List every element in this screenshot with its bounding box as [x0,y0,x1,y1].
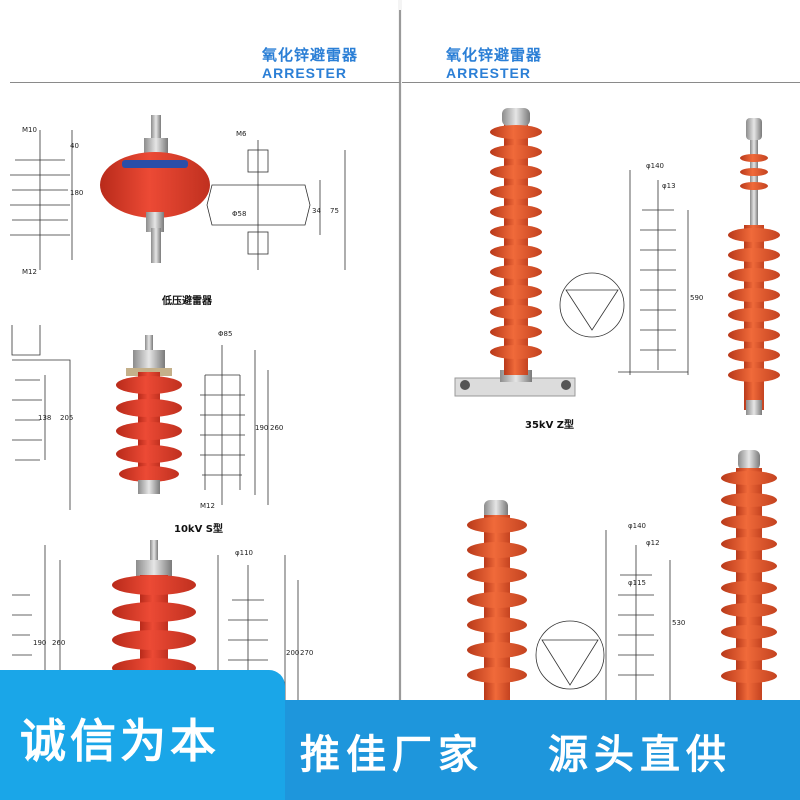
drawing-partial-mid-left [11,325,71,510]
low-voltage-drawing [206,140,346,270]
slogan-banner-left-tab [0,670,285,800]
left-catalog-panel [0,0,398,700]
s-type-drawing [200,345,269,505]
header-rule-right [402,82,800,83]
dim-75: 75 [330,207,339,215]
dim-190: 190 [255,424,268,432]
dim-138: 138 [38,414,51,422]
dim-phi110: φ110 [235,549,253,557]
dim-180: 180 [70,189,83,197]
dim-phi12: φ12 [646,539,660,547]
slogan-direct-supply: 源头直供 [548,732,732,778]
caption-35kv-z: 35kV Z型 [525,420,575,431]
dim-phi85: Φ85 [218,330,232,338]
header-left: 氧化锌避雷器 ARRESTER [262,44,358,81]
dim-590: 590 [690,294,703,302]
bottom-right-drawing [535,530,671,700]
dim-260: 260 [270,424,283,432]
bottom-arrester-photo-2 [721,450,777,700]
slogan-integrity: 诚信为本 [20,714,220,768]
header-right: 氧化锌避雷器 ARRESTER [446,44,542,81]
product-illustrations: M10 40 180 M12 M6 34 75 Φ58 [10,108,780,700]
dim-m12-s: M12 [200,502,215,510]
header-rule-left [10,82,400,83]
drawing-partial-top-left [10,130,73,270]
dim-m12: M12 [22,268,37,276]
s-type-arrester-photo [116,335,182,494]
bottom-arrester-photo-1 [467,500,527,700]
z-type-drawing [559,170,689,375]
header-left-en: ARRESTER [262,65,348,81]
right-tall-arrester-photo [728,118,780,415]
dim-phi115: φ115 [628,579,646,587]
slogan-recommended: 推佳厂家 [300,732,484,778]
dim-34: 34 [312,207,321,215]
dim-205: 205 [60,414,73,422]
header-right-cn: 氧化锌避雷器 [446,46,543,64]
header-left-cn: 氧化锌避雷器 [262,46,359,64]
dim-phi13: φ13 [662,182,676,190]
drawing-partial-bottom-left [12,545,61,690]
dim-phi58: Φ58 [232,210,246,218]
low-voltage-arrester-photo [100,115,210,263]
dim-m10: M10 [22,126,37,134]
dim-530: 530 [672,619,685,627]
dim-270: 270 [300,649,313,657]
dim-phi140: φ140 [646,162,664,170]
dim-40: 40 [70,142,79,150]
dim-190-b: 190 [33,639,46,647]
caption-10kv-s: 10kV S型 [174,524,223,535]
dim-200: 200 [286,649,299,657]
dim-260-b: 260 [52,639,65,647]
dim-m6: M6 [236,130,247,138]
header-right-en: ARRESTER [446,65,532,81]
caption-low-voltage: 低压避雷器 [162,296,212,307]
dim-phi140-b: φ140 [628,522,646,530]
z-type-arrester-photo [454,108,576,397]
panel-divider [399,10,401,700]
